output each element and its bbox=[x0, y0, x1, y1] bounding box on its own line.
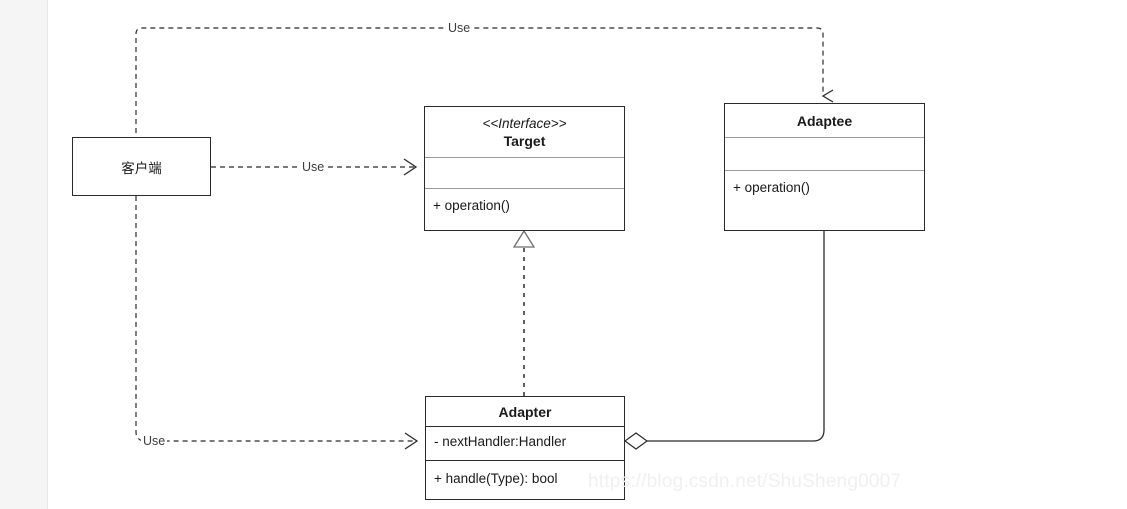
adapter-operation-0: + handle(Type): bool bbox=[434, 471, 558, 486]
left-gutter bbox=[0, 0, 48, 509]
node-adaptee[interactable]: Adaptee + operation() bbox=[724, 103, 925, 231]
client-label: 客户端 bbox=[121, 160, 162, 176]
edge-adapter-aggregates-adaptee bbox=[623, 231, 825, 450]
edge-label-client-to-adapter: Use bbox=[141, 434, 168, 448]
target-operations: + operation() bbox=[425, 188, 624, 230]
edge-client-to-adapter bbox=[135, 196, 419, 450]
target-stereotype: <<Interface>> bbox=[482, 115, 567, 131]
adapter-attribute-0: - nextHandler:Handler bbox=[434, 434, 567, 449]
edge-label-client-to-target: Use bbox=[300, 160, 327, 174]
node-client[interactable]: 客户端 bbox=[72, 137, 211, 196]
watermark: https://blog.csdn.net/ShuSheng0007 bbox=[588, 471, 902, 492]
adapter-class-name: Adapter bbox=[498, 403, 552, 420]
adaptee-operation-0: + operation() bbox=[733, 180, 810, 195]
edge-adapter-realizes-target bbox=[512, 229, 536, 396]
adaptee-class-name: Adaptee bbox=[796, 112, 853, 129]
edge-label-client-to-adaptee: Use bbox=[446, 21, 473, 35]
adaptee-attributes bbox=[725, 137, 924, 170]
target-class-name: Target bbox=[503, 132, 546, 149]
edge-client-to-adaptee bbox=[135, 27, 834, 196]
adapter-attributes: - nextHandler:Handler bbox=[426, 426, 624, 460]
adapter-operations: + handle(Type): bool bbox=[426, 460, 624, 499]
adaptee-operations: + operation() bbox=[725, 170, 924, 229]
target-header: <<Interface>> Target bbox=[425, 107, 624, 157]
target-operation-0: + operation() bbox=[433, 198, 510, 213]
node-target[interactable]: <<Interface>> Target + operation() bbox=[424, 106, 625, 231]
target-attributes bbox=[425, 157, 624, 188]
node-adapter[interactable]: Adapter - nextHandler:Handler + handle(T… bbox=[425, 396, 625, 500]
adapter-header: Adapter bbox=[426, 397, 624, 426]
adaptee-header: Adaptee bbox=[725, 104, 924, 137]
